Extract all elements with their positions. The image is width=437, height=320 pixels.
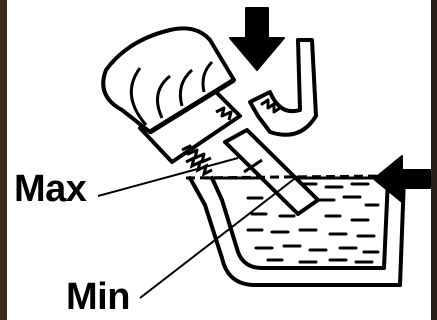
right-photo-edge: [431, 0, 437, 320]
max-label: Max: [14, 168, 87, 210]
down-arrow-icon: [229, 7, 285, 71]
dipstick-cap: [101, 26, 236, 135]
reservoir-threads: [185, 155, 213, 177]
oil-fill: [246, 182, 380, 264]
dipstick-rod: [223, 128, 320, 216]
min-label: Min: [66, 276, 130, 318]
max-leader-line: [97, 157, 239, 197]
filler-neck: [248, 38, 318, 137]
level-line: [185, 174, 385, 180]
min-leader-line: [139, 175, 299, 299]
left-photo-edge: [0, 0, 7, 320]
left-arrow-icon: [373, 155, 431, 203]
